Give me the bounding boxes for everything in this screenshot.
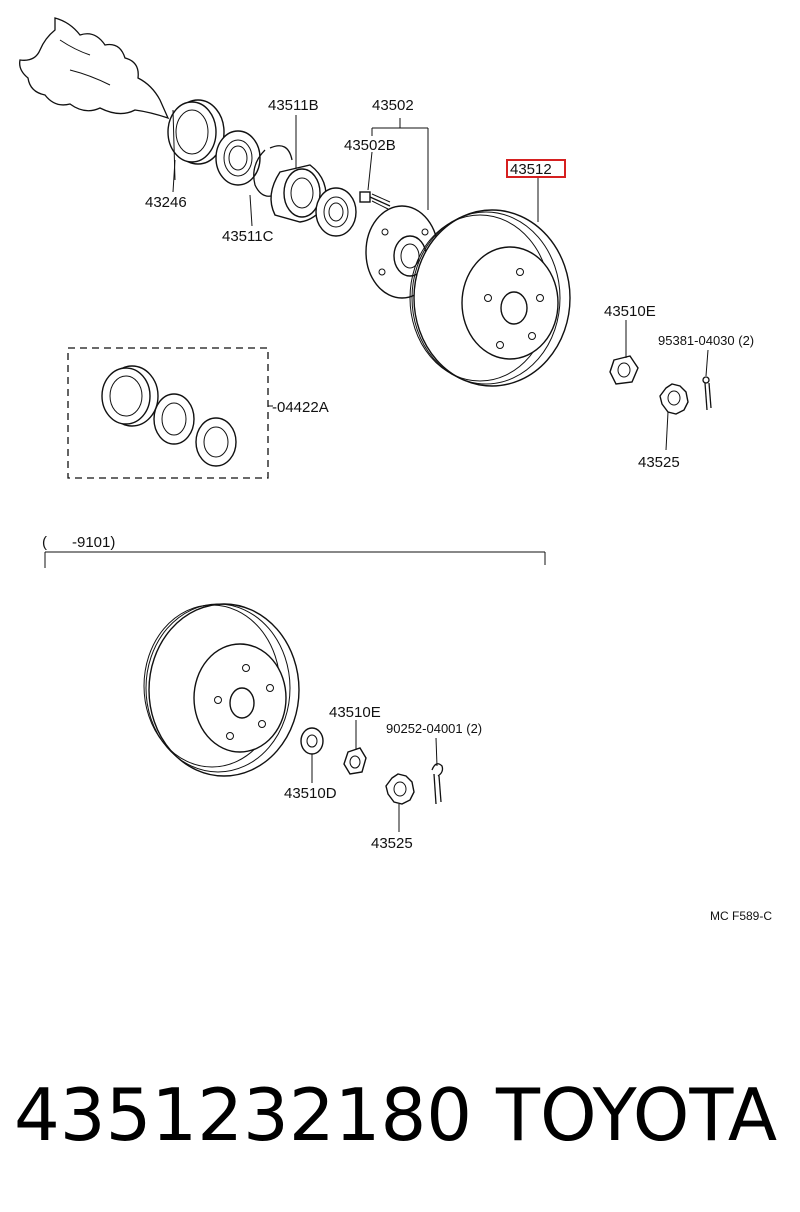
label-43510e-bottom: 43510E	[329, 704, 381, 721]
figure-code: MC F589-C	[710, 909, 772, 923]
snap-ring	[253, 145, 293, 197]
cotter-pin-bottom	[431, 763, 444, 805]
kit-box-04422a	[67, 347, 269, 479]
bearing-43511c	[215, 130, 261, 186]
label-43511b: 43511B	[268, 97, 319, 114]
bearing-43511b	[270, 164, 327, 223]
label-43502b: 43502B	[344, 137, 396, 154]
range-bracket	[44, 551, 546, 568]
label-04422a: -04422A	[272, 399, 329, 416]
lock-cap-43525-top	[659, 383, 689, 415]
hub-nut-43510e-bottom	[343, 747, 367, 775]
label-range: ( -9101)	[42, 534, 115, 551]
axle-shaft-outline	[19, 17, 170, 120]
footer-part-number: 4351232180	[14, 1073, 472, 1157]
label-43246: 43246	[145, 194, 187, 211]
label-43512-highlighted: 43512	[510, 161, 552, 178]
footer-brand: TOYOTA	[495, 1073, 777, 1157]
label-43502: 43502	[372, 97, 414, 114]
label-95381: 95381-04030 (2)	[658, 333, 754, 348]
label-43510e-top: 43510E	[604, 303, 656, 320]
label-90252: 90252-04001 (2)	[386, 721, 482, 736]
brake-disc-bottom	[143, 603, 300, 777]
label-43525-bottom: 43525	[371, 835, 413, 852]
leader-lines-top	[172, 115, 709, 451]
washer-43510d	[300, 727, 324, 755]
highlight-box	[506, 159, 566, 178]
oil-seal-43246	[167, 99, 225, 181]
lock-cap-43525-bottom	[385, 773, 415, 805]
bearing-ring	[315, 187, 357, 237]
hub-bolt-43502b	[359, 191, 391, 210]
hub-nut-43510e-top	[609, 355, 639, 385]
label-43525-top: 43525	[638, 454, 680, 471]
leader-lines-bottom	[311, 720, 438, 832]
label-43510d: 43510D	[284, 785, 337, 802]
label-43511c: 43511C	[222, 228, 274, 245]
cotter-pin-top	[702, 376, 712, 411]
brake-disc-43512-top	[409, 209, 571, 387]
